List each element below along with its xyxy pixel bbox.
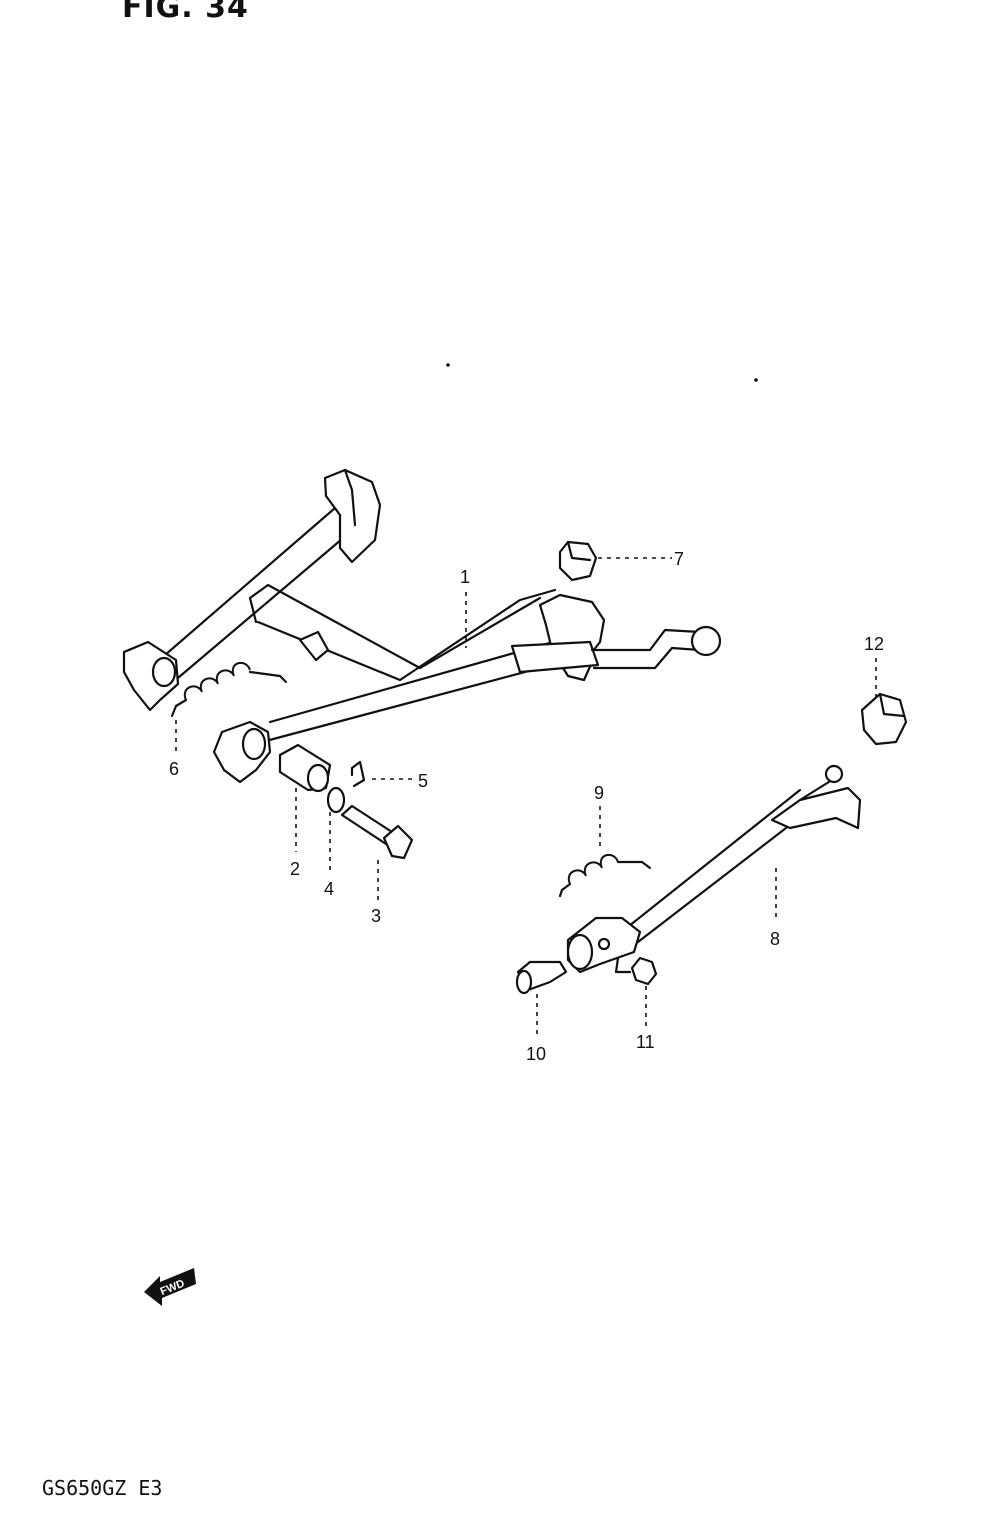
forward-marker-label: FWD <box>159 1278 187 1299</box>
callout-10: 10 <box>526 1044 546 1064</box>
center-stand-part <box>122 468 722 784</box>
callout-11: 11 <box>636 1032 655 1052</box>
side-stand-spring-part <box>558 853 652 898</box>
spacer-collar-part <box>278 743 332 793</box>
callout-8: 8 <box>770 929 780 949</box>
leader-lines <box>175 557 877 1038</box>
callout-3: 3 <box>371 906 381 926</box>
washer-part <box>326 786 346 814</box>
callout-2: 2 <box>290 859 300 879</box>
side-stand-part <box>566 764 862 974</box>
callout-7: 7 <box>674 549 684 569</box>
speck <box>446 363 450 367</box>
callout-5: 5 <box>418 771 428 791</box>
callout-4: 4 <box>324 879 334 899</box>
figure-title: FIG. 34 <box>122 0 249 25</box>
forward-arrow-icon: FWD <box>144 1268 196 1306</box>
clip-part <box>350 760 366 788</box>
pivot-bolt-part <box>515 960 568 995</box>
rubber-cap-part <box>558 540 598 582</box>
speck <box>754 378 758 382</box>
rubber-stopper-part <box>860 692 908 746</box>
callout-9: 9 <box>594 783 604 803</box>
model-code-label: GS650GZ E3 <box>42 1476 163 1500</box>
callout-1: 1 <box>460 567 470 587</box>
callout-12: 12 <box>864 634 884 654</box>
nut-part <box>614 956 658 986</box>
stand-spring-part <box>170 661 288 718</box>
callout-6: 6 <box>169 759 179 779</box>
bolt-part <box>340 804 414 860</box>
